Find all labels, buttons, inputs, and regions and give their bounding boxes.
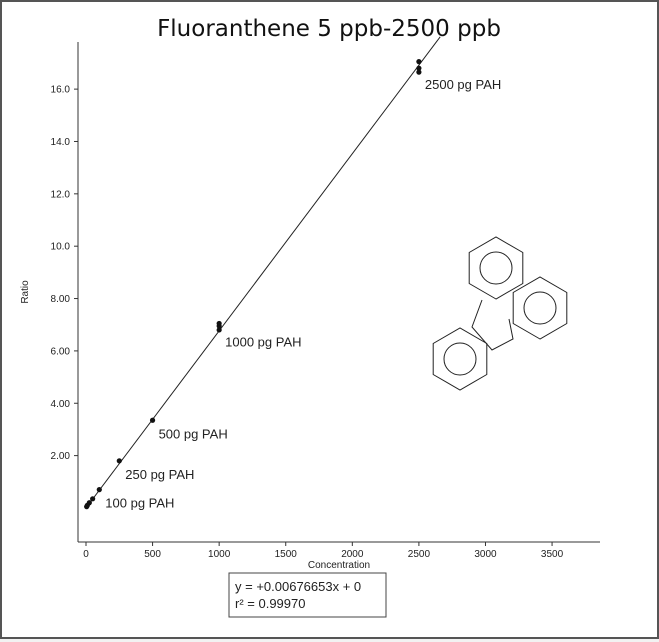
y-tick-label: 6.00 — [51, 346, 71, 357]
aromatic-circle-shape — [479, 251, 513, 285]
y-tick-label: 8.00 — [51, 294, 71, 305]
y-tick-label: 4.00 — [51, 399, 71, 410]
data-point — [216, 320, 222, 327]
data-point — [216, 327, 222, 333]
point-annotation: 500 pg PAH — [159, 426, 228, 441]
data-point — [116, 458, 122, 464]
five-membered-ring-shape — [471, 299, 514, 351]
x-tick-label: 3000 — [474, 549, 497, 560]
data-point — [86, 500, 92, 506]
y-tick-label: 16.0 — [51, 85, 71, 96]
y-tick-label: 14.0 — [51, 137, 71, 148]
x-tick-label: 1500 — [275, 549, 298, 560]
point-annotation: 1000 pg PAH — [225, 335, 301, 350]
x-tick-label: 2500 — [408, 549, 431, 560]
equation-box-border — [228, 572, 387, 618]
equation-text: y = +0.00676653x + 0 — [235, 579, 361, 594]
data-point — [416, 69, 422, 75]
aromatic-circle-shape — [523, 291, 557, 325]
data-point — [149, 417, 156, 423]
regression-line — [85, 36, 441, 509]
x-tick-label: 0 — [83, 549, 89, 560]
r-squared-text: r² = 0.99970 — [235, 596, 305, 611]
x-tick-label: 3500 — [541, 549, 564, 560]
chart-title: Fluoranthene 5 ppb-2500 ppb — [157, 16, 501, 42]
benzene-ring-shape — [468, 236, 524, 300]
benzene-ring-shape — [432, 327, 488, 391]
point-annotation: 2500 pg PAH — [425, 77, 501, 92]
x-axis-label: Concentration — [308, 560, 370, 571]
regression-equation-box: y = +0.00676653x + 0 r² = 0.99970 — [228, 572, 387, 618]
x-tick-label: 500 — [144, 549, 161, 560]
y-tick-label: 2.00 — [51, 451, 71, 462]
point-annotation: 100 pg PAH — [105, 496, 174, 511]
y-axis-label: Ratio — [20, 280, 31, 304]
point-annotation: 250 pg PAH — [125, 467, 194, 482]
fluoranthene-structure-icon — [432, 236, 568, 391]
y-tick-label: 10.0 — [51, 242, 71, 253]
x-tick-label: 1000 — [208, 549, 231, 560]
aromatic-circle-shape — [443, 342, 477, 376]
data-point — [416, 59, 422, 65]
y-tick-label: 12.0 — [51, 189, 71, 200]
data-point — [416, 65, 422, 71]
x-tick-label: 2000 — [341, 549, 364, 560]
data-point — [90, 496, 96, 502]
benzene-ring-shape — [512, 276, 568, 340]
data-point — [96, 487, 102, 493]
